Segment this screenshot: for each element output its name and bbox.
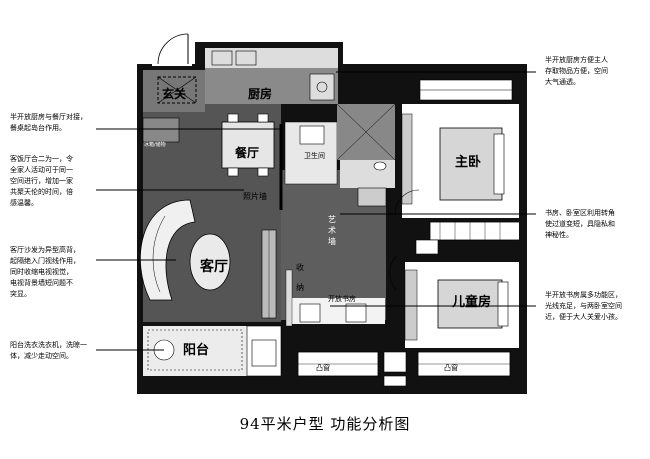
note-line: 客饭厅合二为一，令	[10, 155, 73, 163]
storage-label: 收 纳	[296, 262, 304, 292]
svg-text:收: 收	[296, 262, 304, 272]
note-line: 突显。	[10, 290, 31, 298]
diagram-caption: 94平米户型 功能分析图	[239, 415, 411, 433]
corner-wardrobe	[429, 221, 521, 241]
room-bathroom-label: 卫生间	[304, 151, 325, 160]
note-line: 空间进行，增加一家	[10, 177, 73, 185]
note-line: 共聚天伦的时间，倍	[10, 188, 73, 196]
svg-text:艺: 艺	[328, 215, 336, 224]
note-left-1: 半开放厨房与餐厅对接， 餐桌起岛台作用。	[10, 112, 102, 134]
note-line: 感温馨。	[10, 199, 38, 207]
art-wall-label: 艺 术 墙	[328, 215, 336, 246]
note-line: 半开放厨房与餐厅对接，	[10, 113, 87, 121]
appliance-label: 冰箱/储物	[144, 141, 166, 148]
note-line: 全家人活动可于同一	[10, 166, 73, 174]
note-left-2: 客饭厅合二为一，令全家人活动可于同一空间进行，增加一家共聚天伦的时间，倍感温馨。	[10, 154, 102, 209]
curved-sofa	[139, 199, 196, 301]
note-line: 阳台洗衣洗衣机，洗晾一	[10, 341, 87, 349]
room-balcony-label: 阳台	[183, 342, 209, 358]
master-wardrobe	[401, 113, 413, 205]
note-line: 存取物品方便，空间	[545, 67, 608, 75]
note-line: 使过道变短，具隐私和	[545, 220, 615, 228]
bay-window-right-label: 凸窗	[444, 363, 458, 372]
kitchen-sink	[309, 73, 335, 101]
room-living-label: 客厅	[199, 258, 228, 275]
note-right-mid: 书房、卧室区利用转角使过道变短，具隐私和神秘性。	[545, 208, 645, 241]
note-line: 大气通透。	[545, 78, 580, 86]
note-line: 光线充足，与两卧室空间	[545, 302, 622, 310]
note-line: 书房、卧室区利用转角	[545, 209, 615, 217]
toilet	[373, 161, 387, 171]
note-line: 电视背景墙短问题不	[10, 279, 73, 287]
note-line: 客厅沙发为异型高背，	[10, 246, 80, 254]
room-dining-label: 餐厅	[235, 145, 259, 160]
kids-bed	[437, 279, 503, 329]
note-line: 半开放厨房方便主人	[545, 56, 608, 64]
open-study-label: 开放书房	[328, 294, 356, 303]
dining-floor-top	[205, 104, 281, 124]
toilet-area	[340, 160, 395, 188]
fridge-storage	[142, 117, 180, 143]
entry-door-area	[152, 30, 192, 66]
kitchen-counter	[205, 48, 338, 68]
note-line: 体，减少走动空间。	[10, 352, 73, 360]
note-line: 餐桌起岛台作用。	[10, 124, 66, 132]
entry-door-swing	[157, 33, 189, 65]
note-left-4: 阳台洗衣洗衣机，洗晾一体，减少走动空间。	[10, 340, 102, 362]
room-entrance-label: 玄关	[162, 86, 186, 101]
study-desk-right	[345, 303, 367, 323]
coffee-table	[189, 233, 231, 291]
dining-table	[221, 121, 275, 169]
entrance-mat	[157, 76, 197, 104]
note-top-right: 半开放厨房方便主人存取物品方便，空间大气通透。	[545, 55, 645, 88]
room-kids-label: 儿童房	[451, 294, 491, 310]
svg-text:纳: 纳	[296, 282, 304, 292]
bay-window-left-label: 凸窗	[316, 363, 330, 372]
note-right-low: 半开放书房属多功能区， 光线充足，与两卧室空间近，便于大人关爱小孩。	[545, 290, 645, 323]
room-master-label: 主卧	[455, 154, 481, 170]
note-line: 起隔绝入门视线作用，	[10, 257, 80, 265]
photo-wall-label: 照片墙	[243, 191, 267, 201]
study-desk-left	[299, 303, 321, 323]
note-line: 半开放书房属多功能区，	[545, 291, 622, 299]
svg-text:术: 术	[328, 225, 336, 235]
note-left-3: 客厅沙发为异型高背， 起隔绝入门视线作用， 同时收缩电视视觉， 电视背景墙短问题不突显…	[10, 245, 102, 300]
note-line: 同时收缩电视视觉，	[10, 268, 73, 276]
bathroom-basin	[299, 125, 325, 145]
svg-text:墙: 墙	[328, 236, 336, 246]
note-line: 神秘性。	[545, 231, 573, 239]
room-kitchen-label: 厨房	[248, 86, 272, 101]
note-line: 近，便于大人关爱小孩。	[545, 313, 622, 321]
